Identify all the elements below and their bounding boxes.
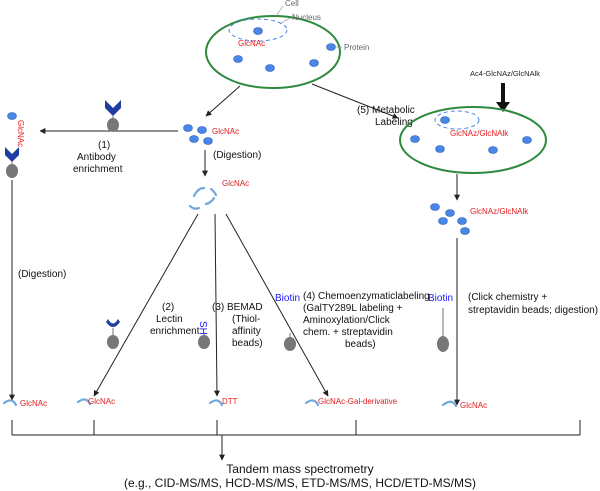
metabolic-procedure-2: streptavidin beads; digestion) [468,305,598,316]
nucleus-outline [228,18,288,42]
metabolic-probe: Biotin [428,293,453,304]
lectin-step-1: (2) [162,302,174,313]
bound-glcnac: GlcNAc [16,120,25,147]
released-labeled-proteins: GlcNAz/GlcNAlk [430,203,529,235]
protein-bead [265,64,275,72]
peptide-fragment [2,399,18,407]
released-proteins: GlcNAc [183,124,239,145]
peptides-glcnac: GlcNAc [222,179,249,188]
reagent-arrow-icon [496,102,510,112]
metabolic-step-label: (5) Metabolic [357,105,415,116]
metabolic-reagent: Ac4-GlcNAz/GlcNAlk [470,69,540,78]
chemo-step-2: (GalTY289L labeling + [303,303,403,314]
peptide-fragment [304,399,320,407]
peptide-fragment [208,399,224,407]
bemad-step-2: (Thiol- [232,314,260,325]
chemo-step-3: Aminoxylation/Click [303,315,391,326]
peptides: GlcNAc [188,179,249,210]
bemad-step-1: (3) BEMAD [212,302,263,313]
antibody-step-2: Antibody [77,152,116,163]
labeled-cell: GlcNAz/GlcNAlk [399,106,547,174]
labeled-glcnac: GlcNAz/GlcNAlk [450,129,509,138]
metabolic-procedure-1: (Click chemistry + [468,292,547,303]
biotin-bead-icon [284,333,296,351]
chemo-step-1: (4) Chemoenzymaticlabeling [303,291,430,302]
antibody-final: GlcNAc [20,399,47,408]
released-glcnac: GlcNAc [212,127,239,136]
antibody-step-1: (1) [98,140,110,151]
lectin-step-2: Lectin [156,314,183,325]
ms-title: Tandem mass spectrometry [226,462,373,476]
chemo-step-4: chem. + streptavidin [303,327,393,338]
peptide-fragment [441,400,458,408]
protein-bead [326,43,336,51]
antibody-bead-icon [105,100,121,132]
bemad-step-4: beads) [232,338,263,349]
bemad-step-3: affinity [232,326,261,337]
bemad-final: DTT [222,397,238,406]
convergence-bracket [11,420,581,436]
nucleus-label: Nucleus [292,13,321,22]
glcnac-label: GlcNAc [238,39,265,48]
metabolic-final: GlcNAc [460,401,487,410]
antibody-step-3: enrichment [73,164,123,175]
chemo-probe: Biotin [275,293,300,304]
metabolic-step-label-2: Labeling [375,117,413,128]
protein-bead [253,27,263,35]
thiol-bead-icon [198,334,210,349]
antibody-bound: GlcNAc [5,112,25,178]
cell: Cell Nucleus Protein GlcNAc [205,0,369,89]
protein-bead [309,59,319,67]
lectin-bead-icon [106,319,120,349]
lectin-final: GlcNAc [88,397,115,406]
ms-methods: (e.g., CID-MS/MS, HCD-MS/MS, ETD-MS/MS, … [124,476,476,490]
released-labeled-glcnac: GlcNAz/GlcNAlk [470,207,529,216]
bemad-probe: SH [197,321,208,335]
biotin-bead-icon [437,308,449,352]
chemo-final: GlcNAc-Gal-derivative [318,397,398,406]
chemo-step-5: beads) [345,339,376,350]
center-digestion: (Digestion) [213,150,261,161]
cell-membrane [205,15,341,89]
peptide-fragment [76,398,92,406]
lectin-step-3: enrichment [150,326,200,337]
antibody-digestion: (Digestion) [18,269,66,280]
protein-bead [233,55,243,63]
cell-label: Cell [285,0,299,8]
protein-label: Protein [344,43,369,52]
